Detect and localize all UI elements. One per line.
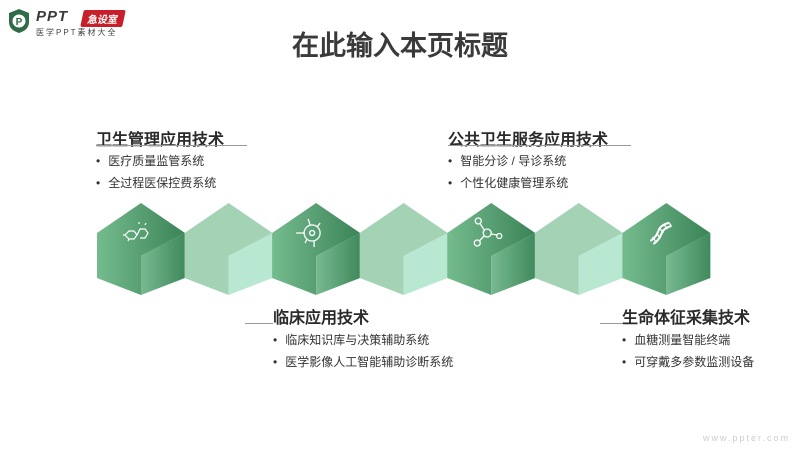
section-list-vital-signs: 血糖测量智能终端 可穿戴多参数监测设备	[622, 329, 754, 373]
cube-side-face	[403, 233, 448, 295]
page-title: 在此输入本页标题	[292, 31, 508, 61]
cube-front-face	[359, 203, 448, 295]
divider	[448, 145, 631, 146]
list-item: 医疗质量监管系统	[96, 150, 216, 172]
list-item: 全过程医保控费系统	[96, 172, 216, 194]
logo-subtitle: 医学PPT素材大全	[36, 28, 118, 37]
list-item: 可穿戴多参数监测设备	[622, 351, 754, 373]
cube-front-face	[184, 203, 273, 295]
cube-light-2	[184, 203, 273, 295]
cube-front-face	[622, 203, 711, 295]
cube-dark-7	[622, 203, 711, 295]
cube-light-4	[359, 203, 448, 295]
cube-dark-5	[447, 203, 536, 295]
list-item: 临床知识库与决策辅助系统	[273, 329, 453, 351]
molecule-hexagon-icon	[123, 222, 149, 242]
cube-side-face	[228, 233, 273, 295]
list-item: 智能分诊 / 导诊系统	[448, 150, 568, 172]
divider	[245, 323, 273, 324]
cube-side-face	[578, 233, 623, 295]
cell-virus-icon	[296, 218, 321, 247]
section-list-clinical: 临床知识库与决策辅助系统 医学影像人工智能辅助诊断系统	[273, 329, 453, 373]
cube-dark-3	[272, 203, 361, 295]
section-heading-vital-signs: 生命体征采集技术	[622, 310, 751, 327]
section-heading-clinical: 临床应用技术	[273, 310, 370, 327]
dna-icon	[649, 221, 672, 245]
molecule-node-icon	[473, 217, 503, 247]
cube-side-face	[141, 233, 185, 295]
section-list-management: 医疗质量监管系统 全过程医保控费系统	[96, 150, 216, 194]
cube-front-face	[534, 203, 623, 295]
svg-text:P: P	[16, 17, 23, 28]
section-list-public-health: 智能分诊 / 导诊系统 个性化健康管理系统	[448, 150, 568, 194]
cube-side-face	[316, 233, 361, 295]
cube-side-face	[666, 233, 711, 295]
section-heading-public-health: 公共卫生服务应用技术	[448, 132, 609, 149]
shield-p-icon: P	[9, 9, 29, 33]
list-item: 医学影像人工智能辅助诊断系统	[273, 351, 453, 373]
logo-brand: PPT	[36, 8, 69, 25]
section-heading-management: 卫生管理应用技术	[96, 132, 225, 149]
cube-front-face	[97, 203, 185, 295]
logo: P PPT 急设室 医学PPT素材大全	[8, 8, 158, 38]
cube-dark-1	[97, 203, 185, 295]
divider	[96, 145, 247, 146]
cube-side-face	[491, 233, 536, 295]
list-item: 个性化健康管理系统	[448, 172, 568, 194]
divider	[600, 323, 622, 324]
cube-front-face	[272, 203, 361, 295]
cube-front-face	[447, 203, 536, 295]
watermark: www.ppter.com	[702, 433, 790, 443]
list-item: 血糖测量智能终端	[622, 329, 754, 351]
cube-light-6	[534, 203, 623, 295]
